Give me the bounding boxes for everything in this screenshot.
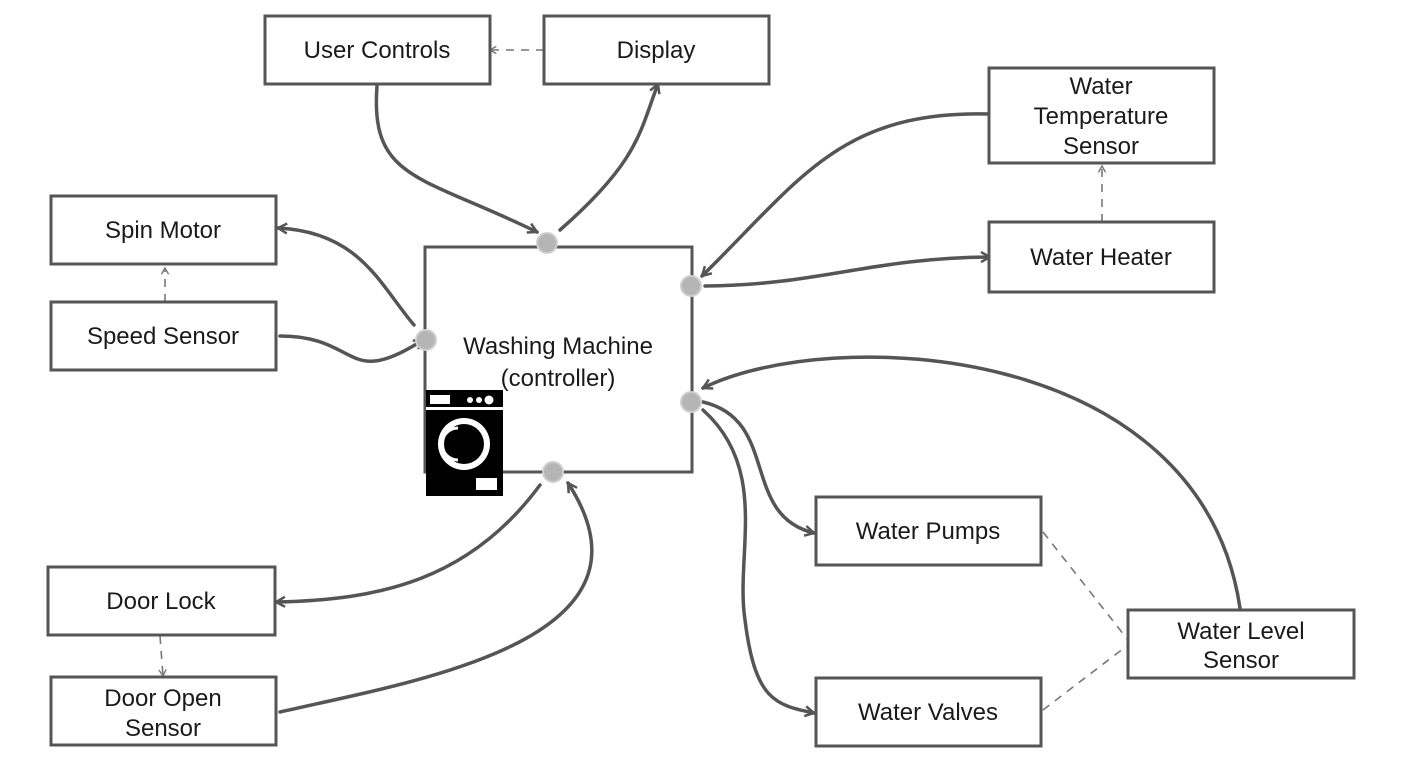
connector-machine-to-pumps [701, 400, 814, 533]
connector-speed-to-machine [278, 334, 423, 363]
node-user-controls[interactable]: User Controls [263, 14, 492, 86]
connector-temp-to-machine [702, 112, 992, 276]
connector-machine-to-door-lock [276, 483, 542, 602]
level-sensor-label-line1: Water Level [1177, 618, 1304, 645]
node-display-label: Display [617, 37, 696, 64]
node-speed-sensor-label: Speed Sensor [87, 323, 239, 350]
temp-sensor-label-line1: Water [1069, 73, 1132, 100]
node-display[interactable]: Display [542, 14, 771, 86]
dashed-pumps-to-level [1042, 531, 1129, 641]
dashed-valves-to-level [1042, 644, 1129, 711]
connector-controls-to-machine [374, 84, 537, 232]
connector-machine-to-display [558, 84, 658, 232]
controller-label-line1: Washing Machine [463, 333, 653, 360]
node-door-lock[interactable]: Door Lock [46, 565, 277, 637]
controller-label-line2: (controller) [501, 365, 616, 392]
node-user-controls-label: User Controls [304, 37, 451, 64]
node-water-pumps[interactable]: Water Pumps [814, 495, 1043, 567]
connector-door-sensor-to-machine [278, 483, 594, 714]
node-water-heater-label: Water Heater [1030, 244, 1172, 271]
node-speed-sensor[interactable]: Speed Sensor [49, 300, 278, 372]
port-right-lower [680, 391, 702, 413]
node-water-valves-label: Water Valves [858, 699, 998, 726]
connector-machine-to-valves [701, 408, 814, 713]
node-door-open-sensor[interactable]: Door Open Sensor [49, 675, 278, 747]
port-top-right [536, 232, 558, 254]
port-bottom [542, 461, 564, 483]
node-water-valves[interactable]: Water Valves [814, 676, 1043, 748]
node-spin-motor[interactable]: Spin Motor [49, 194, 278, 266]
node-spin-motor-label: Spin Motor [105, 217, 221, 244]
connector-level-to-machine [703, 355, 1242, 610]
washing-machine-icon [426, 390, 503, 496]
node-water-level-sensor[interactable]: Water Level Sensor [1126, 608, 1356, 680]
dashed-lock-to-door-sensor [158, 635, 167, 678]
port-right-upper [680, 275, 702, 297]
node-water-temperature-sensor[interactable]: Water Temperature Sensor [987, 66, 1216, 165]
door-sensor-label-line2: Sensor [125, 715, 201, 742]
node-water-heater[interactable]: Water Heater [987, 220, 1216, 294]
level-sensor-label-line2: Sensor [1203, 647, 1279, 674]
temp-sensor-label-line2: Temperature [1034, 103, 1169, 130]
door-sensor-label-line1: Door Open [104, 685, 221, 712]
connector-machine-to-heater [703, 257, 990, 288]
connector-machine-to-spin-motor [278, 228, 416, 327]
node-door-lock-label: Door Lock [106, 588, 216, 615]
port-left [415, 329, 437, 351]
temp-sensor-label-line3: Sensor [1063, 133, 1139, 160]
node-water-pumps-label: Water Pumps [856, 518, 1000, 545]
